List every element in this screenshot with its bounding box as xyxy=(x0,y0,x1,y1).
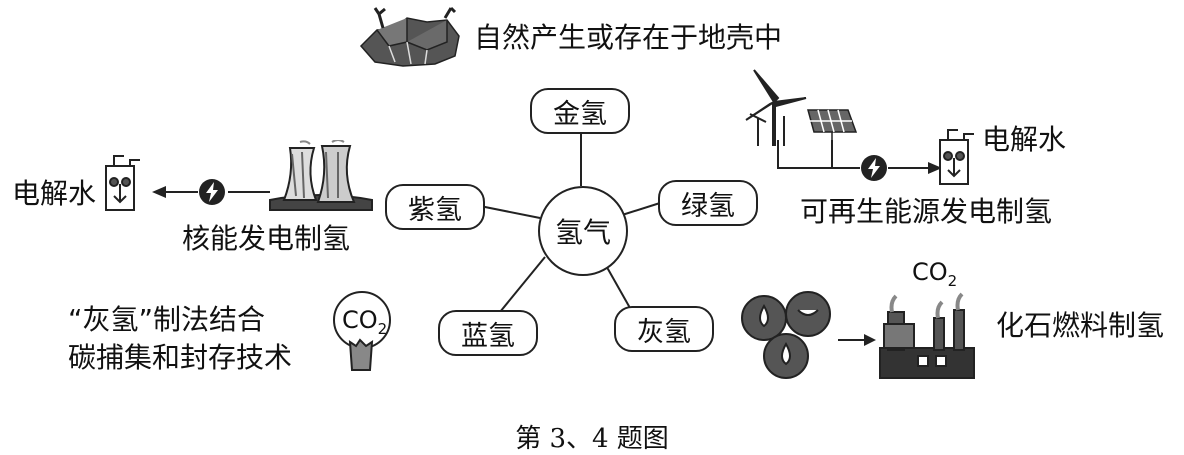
electrolysis-left-text: 电解水 xyxy=(12,177,97,210)
factory-icon xyxy=(879,292,975,379)
gold-hydrogen-label: 金氢 xyxy=(553,98,607,130)
solar-panel-icon xyxy=(807,109,858,146)
co2-left-sub: 2 xyxy=(377,319,388,338)
blue-hydrogen-node: 蓝氢 xyxy=(438,310,538,356)
blue-hydrogen-label: 蓝氢 xyxy=(461,320,515,352)
renewable-flow-arrows xyxy=(777,140,942,174)
lightning-icon xyxy=(861,155,887,181)
co2-left-main: CO xyxy=(342,306,378,334)
rock-icon xyxy=(359,6,460,67)
nuclear-flow-arrow xyxy=(152,186,270,198)
purple-hydrogen-node: 紫氢 xyxy=(385,184,485,230)
electrolysis-right-text: 电解水 xyxy=(982,123,1067,156)
co2-capture-icon xyxy=(333,291,391,371)
figure-caption: 第 3、4 题图 xyxy=(515,424,669,454)
green-hydrogen-label: 绿氢 xyxy=(681,190,735,222)
lightning-icon xyxy=(199,179,225,205)
green-hydrogen-node: 绿氢 xyxy=(658,180,758,226)
grey-ccs-text-line1: “灰氢”制法结合 xyxy=(68,303,266,336)
hydrogen-label: 氢气 xyxy=(554,216,611,249)
hydrogen-center-node: 氢气 xyxy=(538,186,628,276)
wind-turbine-icon xyxy=(745,69,807,146)
grey-ccs-text-line2: 碳捕集和封存技术 xyxy=(68,341,293,374)
fossil-flow-arrow xyxy=(838,334,876,346)
co2-right-label: CO2 xyxy=(912,260,957,289)
nuclear-hydrogen-text: 核能发电制氢 xyxy=(182,222,351,255)
purple-hydrogen-label: 紫氢 xyxy=(408,194,462,226)
co2-right-main: CO xyxy=(912,258,948,286)
fossil-fuel-drops-icon xyxy=(741,291,831,379)
co2-left-label: CO2 xyxy=(342,308,387,337)
fossil-hydrogen-text: 化石燃料制氢 xyxy=(996,309,1165,342)
renewable-hydrogen-text: 可再生能源发电制氢 xyxy=(800,195,1053,228)
natural-hydrogen-text: 自然产生或存在于地壳中 xyxy=(474,21,783,54)
gold-hydrogen-node: 金氢 xyxy=(530,88,630,134)
co2-right-sub: 2 xyxy=(947,271,958,290)
grey-hydrogen-label: 灰氢 xyxy=(637,316,691,348)
grey-hydrogen-node: 灰氢 xyxy=(614,306,714,352)
electrolyzer-icon xyxy=(105,155,140,211)
electrolyzer-icon xyxy=(939,129,974,185)
nuclear-plant-icon xyxy=(269,140,373,211)
